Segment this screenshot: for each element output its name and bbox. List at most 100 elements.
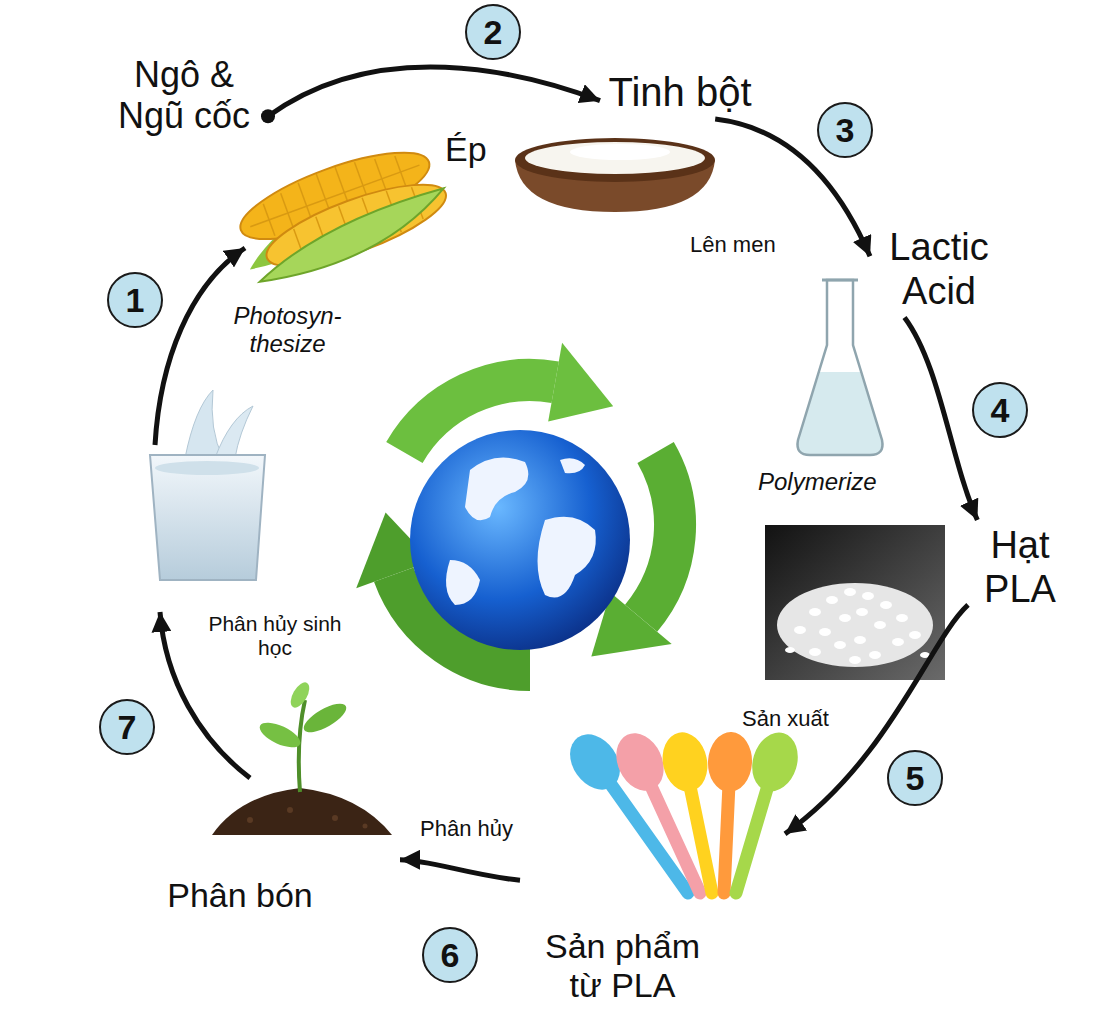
pla-pellets bbox=[896, 614, 908, 622]
globe bbox=[538, 517, 596, 598]
pla-pellets bbox=[869, 651, 881, 659]
starch-bowl bbox=[515, 138, 715, 182]
flow-arrow bbox=[261, 67, 600, 123]
seedling bbox=[363, 824, 368, 829]
globe bbox=[410, 430, 630, 650]
pla-pellets bbox=[892, 638, 904, 646]
spoons bbox=[706, 731, 753, 793]
water-glass bbox=[215, 406, 253, 458]
pla-pellets bbox=[880, 601, 892, 609]
pla-pellets bbox=[849, 656, 861, 664]
pla-pellets bbox=[839, 614, 851, 622]
callout-number: 3 bbox=[817, 102, 873, 158]
flask bbox=[798, 372, 883, 455]
water-glass bbox=[185, 390, 223, 458]
pla-pellets bbox=[809, 608, 821, 616]
corn-picture bbox=[227, 134, 456, 292]
pla-pellets bbox=[854, 636, 866, 644]
stage-label: Ngô & Ngũ cốc bbox=[100, 50, 268, 141]
pla-pellets bbox=[819, 628, 831, 636]
pla-pellets bbox=[862, 592, 874, 600]
water-glass bbox=[150, 455, 265, 580]
cycle-arrow bbox=[155, 248, 245, 445]
fertilizer-stage: Phân bón bbox=[140, 675, 400, 915]
flow-arrow-line bbox=[905, 317, 978, 520]
callout-number: 5 bbox=[887, 750, 943, 806]
stage-label: Lactic Acid bbox=[870, 222, 1008, 317]
flow-arrow-line bbox=[268, 67, 600, 116]
seedling bbox=[212, 679, 392, 835]
seedling bbox=[332, 815, 338, 821]
spoons bbox=[560, 725, 805, 893]
flask bbox=[798, 280, 883, 455]
seedling bbox=[247, 807, 368, 829]
seedling bbox=[256, 718, 303, 753]
pla-pellets bbox=[856, 608, 868, 616]
seedling bbox=[212, 788, 392, 835]
pla-pellets bbox=[909, 631, 921, 639]
flask bbox=[798, 280, 883, 455]
flow-arrow-line bbox=[400, 860, 520, 881]
flow-arrow bbox=[905, 317, 978, 520]
pla-pellets bbox=[785, 588, 930, 664]
stage-label: Tinh bột bbox=[600, 65, 760, 119]
edge-label: Phân hủy bbox=[420, 816, 513, 841]
callout-number: 2 bbox=[465, 4, 521, 60]
water-glass bbox=[155, 461, 259, 475]
recycle-symbol bbox=[548, 343, 613, 422]
callout-number: 7 bbox=[99, 699, 155, 755]
flask bbox=[822, 279, 858, 282]
starch-bowl bbox=[525, 142, 705, 174]
stage-name: Tinh bột bbox=[604, 69, 756, 115]
pla-pellets bbox=[794, 626, 806, 634]
spoons bbox=[745, 727, 805, 797]
flow-arrow bbox=[400, 860, 520, 881]
pla-pellets bbox=[765, 525, 945, 680]
callout-number: 6 bbox=[422, 927, 478, 983]
seedling bbox=[247, 817, 253, 823]
edge-label: Lên men bbox=[690, 232, 776, 257]
edge-label: Ép bbox=[445, 130, 487, 169]
cycle-arrow bbox=[160, 612, 250, 778]
stage-name: Ngô & Ngũ cốc bbox=[104, 54, 264, 137]
seedling bbox=[287, 807, 293, 813]
stage-name: Phân bón bbox=[140, 876, 340, 915]
pla-pellets bbox=[809, 648, 821, 656]
pla-pellets bbox=[785, 647, 795, 653]
starch-bowl bbox=[515, 138, 715, 212]
globe bbox=[560, 458, 585, 473]
seedling bbox=[300, 698, 351, 738]
globe bbox=[410, 430, 630, 650]
pla-pellets bbox=[874, 621, 886, 629]
edge-label: Sản xuất bbox=[742, 706, 829, 731]
spoons bbox=[657, 728, 713, 796]
recycle-symbol bbox=[356, 343, 675, 670]
start-dot bbox=[261, 109, 275, 123]
seedling bbox=[299, 700, 305, 792]
arrow-label: Phân hủy sinh học bbox=[205, 612, 345, 660]
callout-number: 1 bbox=[107, 272, 163, 328]
stage-name: Lactic Acid bbox=[874, 226, 1004, 313]
pla-pellets bbox=[826, 596, 838, 604]
seedling bbox=[287, 679, 313, 710]
pla-pellets bbox=[777, 583, 933, 667]
pla-pellets bbox=[765, 525, 945, 680]
product-stage: Sản phẩm từ PLA bbox=[520, 715, 785, 1005]
globe bbox=[465, 458, 528, 521]
callout-number: 4 bbox=[972, 382, 1028, 438]
stage-label: Hạt PLA bbox=[968, 520, 1072, 615]
pla-pellets bbox=[834, 641, 846, 649]
stage-name: Sản phẩm từ PLA bbox=[530, 927, 715, 1005]
edge-label: Polymerize bbox=[758, 468, 877, 496]
corn-picture bbox=[250, 186, 455, 290]
recycle-symbol bbox=[641, 453, 675, 619]
stage-name: Hạt PLA bbox=[972, 524, 1068, 611]
globe bbox=[446, 560, 480, 605]
water-glass bbox=[150, 390, 265, 580]
starch-bowl bbox=[570, 144, 670, 160]
pla-pellets bbox=[844, 588, 856, 596]
arrow-label: Photosyn- thesize bbox=[220, 302, 355, 357]
